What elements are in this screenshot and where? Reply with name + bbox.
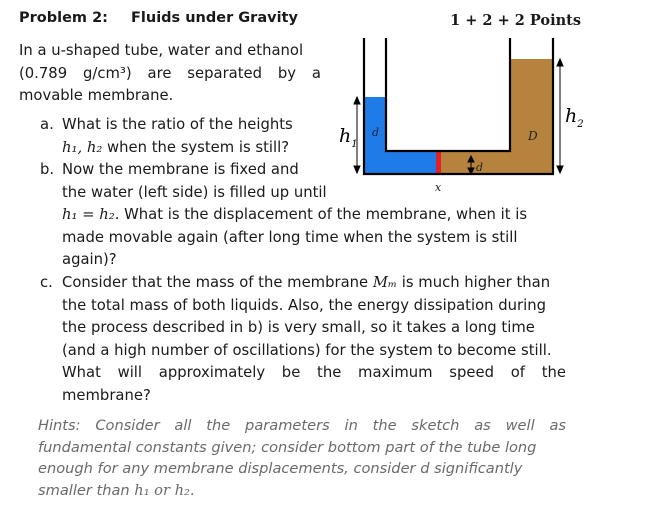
part-b-line: Now the membrane is fixed and (62, 161, 299, 178)
part-c-line-post: is much higher than (397, 274, 551, 291)
math-h1-eq-h2: h₁ = h₂. (62, 206, 120, 223)
part-c-line: membrane? (62, 386, 151, 404)
part-a-label: a. (40, 116, 54, 133)
points-label: 1 + 2 + 2 Points (450, 12, 581, 29)
intro-text: In a u-shaped tube, water and ethanol (0… (19, 40, 321, 108)
math-h1-or-h2: h₁ or h₂. (134, 481, 195, 499)
membrane (436, 151, 441, 174)
part-c-line: What will approximately be the maximum s… (62, 364, 566, 381)
part-a-line-rest: when the system is still? (102, 138, 290, 156)
part-c-line: the process described in b) is very smal… (62, 319, 535, 336)
problem-number: Problem 2: (19, 10, 108, 26)
ethanol-column (510, 59, 553, 174)
part-b-line: made movable again (after long time when… (62, 228, 518, 246)
hint-line: smaller than h₁ or h₂. (38, 480, 566, 502)
intro-line: movable membrane. (19, 87, 174, 104)
label-h1: h1 (339, 125, 358, 150)
math-h1-h2: h₁, h₂ (62, 138, 103, 156)
intro-line: (0.789 g/cm³) are separated by a (19, 64, 321, 82)
h1-arrow (353, 95, 361, 175)
part-b-line: the water (left side) is filled up until (62, 183, 327, 201)
hint-line: enough for any membrane displacements, c… (38, 460, 523, 477)
part-c-line-pre: Consider that the mass of the membrane (62, 274, 373, 291)
part-c-line: the total mass of both liquids. Also, th… (62, 296, 546, 314)
water-bottom (364, 151, 436, 174)
h2-arrow (556, 57, 564, 175)
hints-text: Hints: Consider all the parameters in th… (38, 415, 566, 501)
label-d-left: d (372, 126, 379, 139)
ethanol-bottom (441, 151, 510, 174)
u-tube-diagram: h1 h2 d d D x (339, 38, 584, 194)
hint-line: fundamental constants given; consider bo… (38, 438, 537, 456)
part-b-label: b. (40, 161, 55, 178)
label-d-bottom: d (476, 161, 483, 174)
part-b-line-rest: What is the displacement of the membrane… (119, 206, 528, 223)
math-membrane-mass: Mₘ (372, 274, 398, 291)
hint-line-pre: smaller than (38, 481, 135, 499)
part-a-line: What is the ratio of the heights (62, 116, 293, 133)
tube-walls (362, 38, 555, 176)
label-D: D (527, 129, 538, 143)
intro-line: In a u-shaped tube, water and ethanol (19, 42, 304, 59)
part-c-line: (and a high number of oscillations) for … (62, 341, 552, 359)
label-x: x (435, 181, 442, 194)
hint-line: Hints: Consider all the parameters in th… (38, 417, 566, 434)
part-b-line: again)? (62, 251, 117, 268)
part-a-line: h₁, h₂ when the system is still? (62, 137, 293, 160)
part-c-text: Consider that the mass of the membrane M… (62, 272, 566, 407)
part-b-line: h₁ = h₂. What is the displacement of the… (62, 204, 527, 227)
part-c-label: c. (40, 274, 53, 291)
label-h2: h2 (565, 105, 584, 130)
part-b-text: Now the membrane is fixed and the water … (62, 159, 527, 272)
part-c-line: Consider that the mass of the membrane M… (62, 272, 566, 295)
part-a-text: What is the ratio of the heights h₁, h₂ … (62, 114, 293, 159)
problem-title: Fluids under Gravity (131, 10, 298, 26)
d-bottom-marker (467, 154, 475, 176)
